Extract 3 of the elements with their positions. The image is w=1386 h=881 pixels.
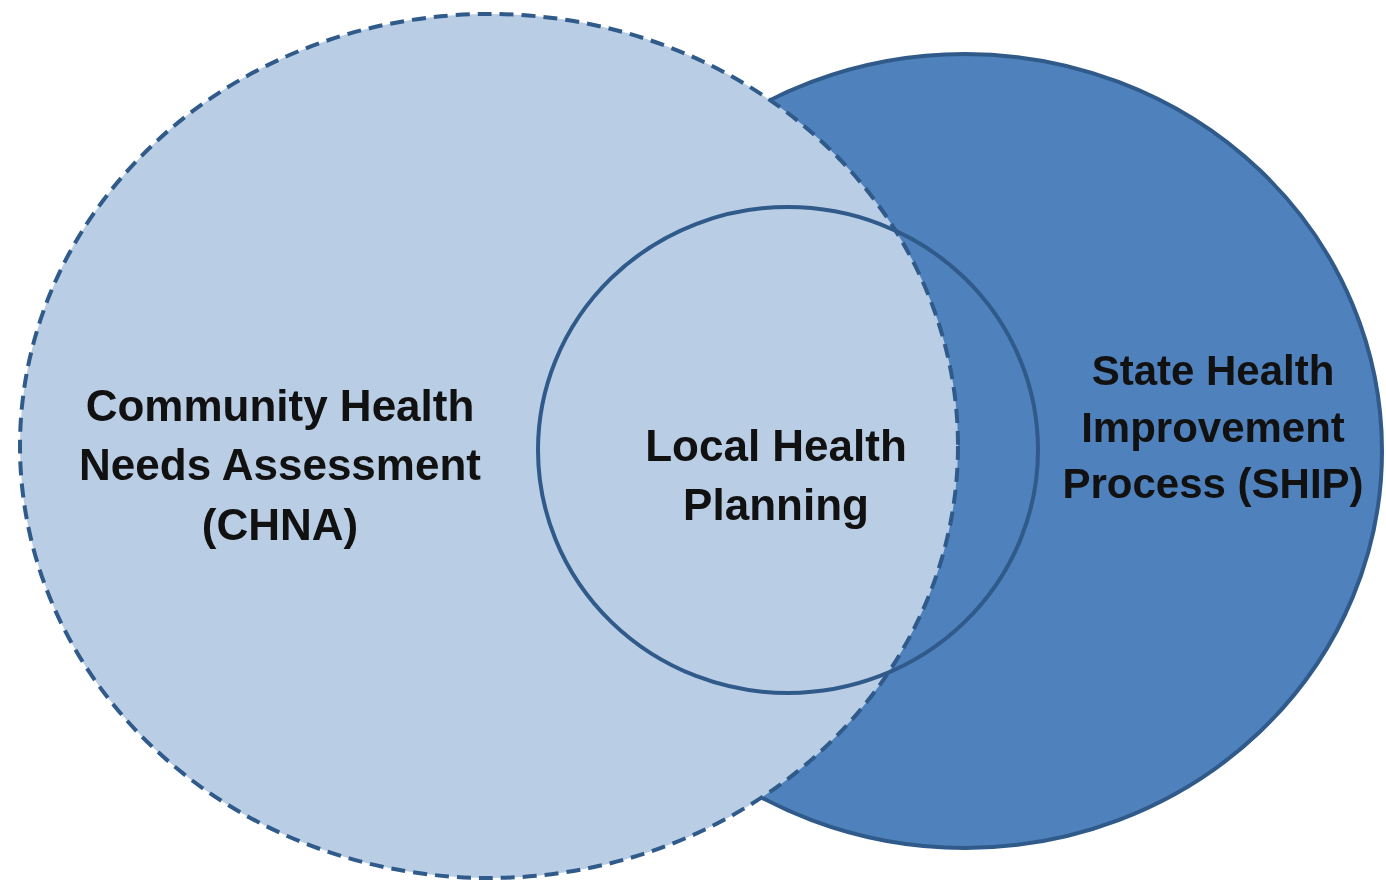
circle-label: Local Health Planning <box>644 419 908 531</box>
circle-label: State Health Improvement Process (SHIP) <box>1061 345 1365 510</box>
circle-label: Community Health Needs Assessment (CHNA) <box>78 379 482 551</box>
